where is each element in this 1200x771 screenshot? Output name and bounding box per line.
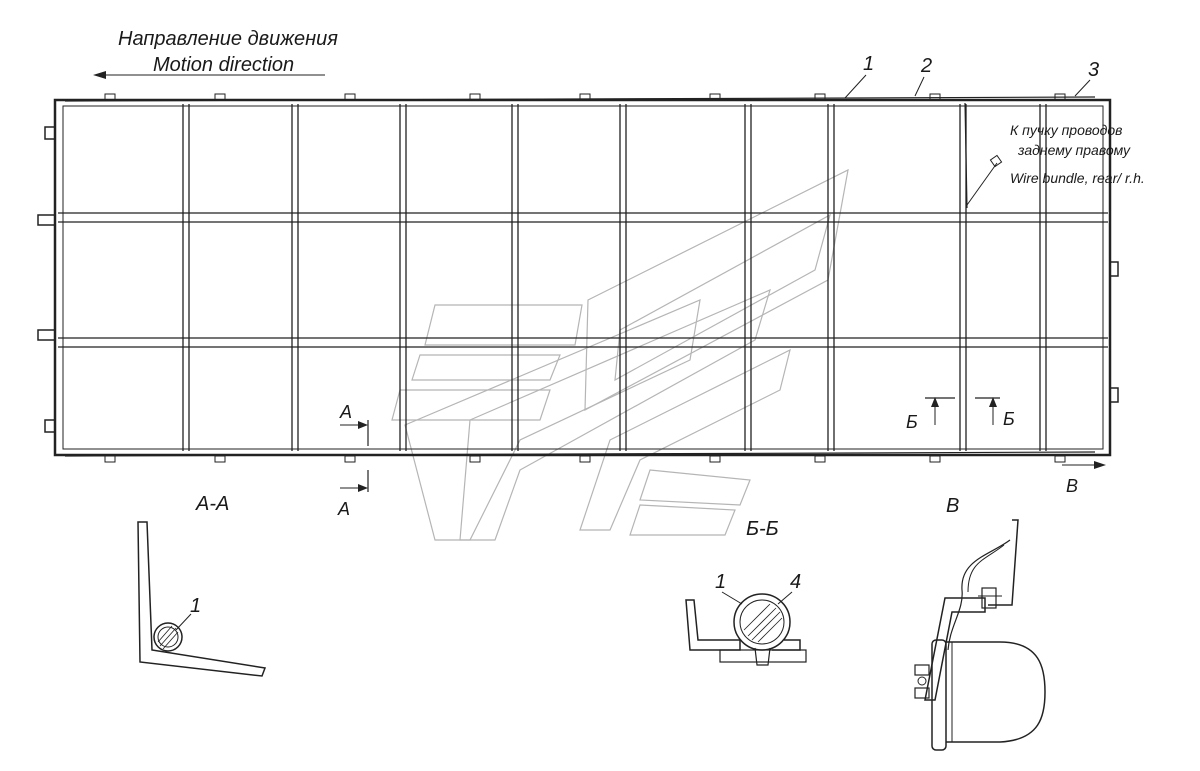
section-aa-title: А-А xyxy=(195,493,229,515)
section-a-cut-marker: A A xyxy=(337,402,369,519)
section-b-cut-marker: Б Б xyxy=(906,397,1015,432)
frame-clip xyxy=(104,93,116,101)
callout-1: 1 xyxy=(844,53,874,99)
frame-clip xyxy=(929,455,941,463)
frame-long-members xyxy=(58,93,1108,463)
wire-note-ru-2: заднему правому xyxy=(1017,142,1131,158)
view-v-detail xyxy=(914,519,1046,751)
frame-clip xyxy=(104,455,116,463)
section-bb-detail: 1 4 xyxy=(685,571,807,666)
svg-text:A: A xyxy=(339,402,352,422)
frame-clip xyxy=(1054,455,1066,463)
frame-clip xyxy=(709,93,721,101)
svg-text:1: 1 xyxy=(863,53,874,75)
frame-clip xyxy=(469,455,481,463)
frame-clip xyxy=(709,455,721,463)
frame-clip xyxy=(579,93,591,101)
view-v-marker: В xyxy=(1062,461,1106,496)
frame-clip xyxy=(344,455,356,463)
svg-text:4: 4 xyxy=(790,571,801,593)
frame-clip xyxy=(929,93,941,101)
svg-text:A: A xyxy=(337,499,350,519)
svg-text:1: 1 xyxy=(190,595,201,617)
section-bb-title: Б-Б xyxy=(746,518,779,540)
svg-text:Б: Б xyxy=(906,412,918,432)
frame-clip xyxy=(814,455,826,463)
svg-text:3: 3 xyxy=(1088,59,1099,81)
frame-clip xyxy=(579,455,591,463)
view-v-title: В xyxy=(946,495,959,517)
section-aa-detail: 1 xyxy=(137,521,267,677)
svg-text:Б: Б xyxy=(1003,409,1015,429)
callout-3: 3 xyxy=(1074,59,1099,97)
frame-grid xyxy=(37,93,1119,463)
frame-clip xyxy=(814,93,826,101)
callout-2: 2 xyxy=(914,55,932,97)
direction-label-ru: Направление движения xyxy=(118,28,338,50)
svg-text:В: В xyxy=(1066,476,1078,496)
wire-note-en: Wire bundle, rear/ r.h. xyxy=(1010,170,1145,186)
svg-text:2: 2 xyxy=(920,55,932,77)
motion-direction-arrow xyxy=(93,71,325,79)
frame-clip xyxy=(214,455,226,463)
svg-text:1: 1 xyxy=(715,571,726,593)
direction-label-en: Motion direction xyxy=(153,54,294,76)
frame-cross-members xyxy=(182,104,1047,451)
wire-note-ru-1: К пучку проводов xyxy=(1010,122,1123,138)
